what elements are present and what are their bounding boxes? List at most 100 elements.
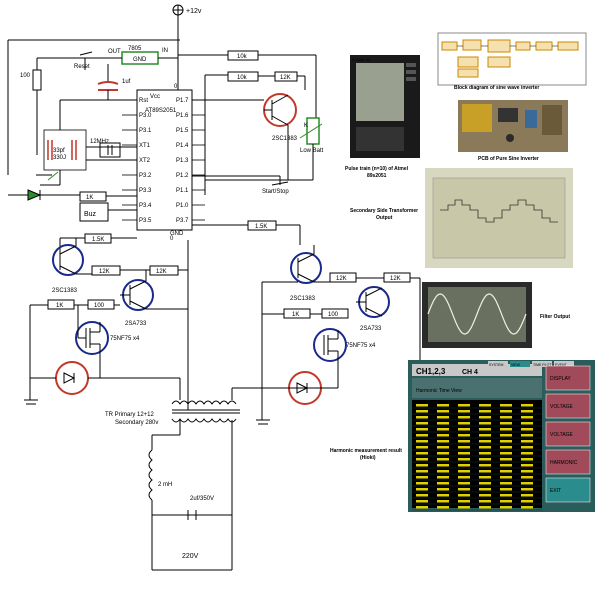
analyzer-cell: [458, 500, 470, 503]
analyzer-tab[interactable]: EVENT: [555, 363, 568, 367]
analyzer-cell: [500, 476, 512, 479]
analyzer-cell: [437, 446, 449, 449]
analyzer-side-button[interactable]: [545, 365, 591, 391]
pcb-photo: PCB of Pure Sine Inverter: [458, 100, 568, 162]
analyzer-cell: [521, 488, 533, 491]
analyzer-cell: [416, 494, 428, 497]
transformer: TR Primary 12+12 Secondary 280v: [100, 377, 338, 426]
analyzer-cell: [458, 446, 470, 449]
analyzer-tab-bg: [510, 361, 530, 367]
analyzer-cell: [521, 506, 533, 509]
analyzer-side-button[interactable]: [545, 449, 591, 475]
analyzer-cell: [521, 500, 533, 503]
analyzer-cell: [479, 458, 491, 461]
analyzer-cell: [458, 470, 470, 473]
analyzer-side-label: VOLTAGE: [550, 404, 574, 410]
analyzer-cell: [458, 416, 470, 419]
analyzer-cell: [458, 434, 470, 437]
mcu-pin-right: P1.2: [176, 173, 189, 179]
analyzer-cell: [500, 506, 512, 509]
analyzer-cell: [500, 470, 512, 473]
right-npn-label: 2SC1383: [290, 296, 316, 302]
r10k-lower: 10k: [204, 71, 275, 195]
analyzer-ch: CH 4: [462, 369, 478, 376]
analyzer-cell: [521, 428, 533, 431]
analyzer-cell: [458, 464, 470, 467]
analyzer-cell: [500, 464, 512, 467]
low-batt-pot: K Low Batt: [299, 117, 324, 180]
start-stop-switch: Start/Stop: [192, 175, 289, 195]
analyzer-cell: [500, 500, 512, 503]
lowbatt-label: Low Batt: [300, 148, 324, 154]
analyzer-cell: [479, 452, 491, 455]
analyzer-cell: [521, 434, 533, 437]
secondary-caption-1: Secondary Side Transformer: [350, 208, 418, 214]
analyzer-tab-bg: [488, 361, 508, 367]
analyzer-cell: [479, 494, 491, 497]
left-r100-label: 100: [94, 303, 105, 309]
startstop-label: Start/Stop: [262, 189, 289, 195]
output-label: 220V: [182, 553, 199, 560]
analyzer-cell: [521, 440, 533, 443]
analyzer-side-button[interactable]: [545, 393, 591, 419]
analyzer-cell: [416, 488, 428, 491]
analyzer-cell: [437, 488, 449, 491]
lowbatt-k: K: [304, 123, 308, 129]
mcu-gnd: GND: [170, 231, 184, 237]
filter-output-photo: Filter Output: [422, 282, 570, 348]
analyzer-cell: [500, 458, 512, 461]
analyzer-cell: [479, 410, 491, 413]
scope-brand: FLUKE 43: [352, 57, 371, 62]
mcu-pin-right: P1.0: [176, 203, 189, 209]
analyzer-cell: [437, 476, 449, 479]
analyzer-cell: [416, 404, 428, 407]
analyzer-side-button[interactable]: [545, 477, 591, 503]
analyzer-cell: [458, 440, 470, 443]
mcu-pin-right: P1.7: [176, 98, 189, 104]
buzzer: Buz: [79, 202, 137, 222]
analyzer-cell: [500, 422, 512, 425]
pulse-caption-2: 89s2051: [367, 173, 387, 179]
mcu-pin-left: P3.0: [139, 113, 152, 119]
mcu-zero-bottom: 0: [170, 236, 174, 242]
analyzer-cell: [479, 506, 491, 509]
resistor-100: 100: [20, 58, 42, 155]
analyzer-cell: [458, 458, 470, 461]
pcb-caption: PCB of Pure Sine Inverter: [478, 156, 539, 162]
analyzer-cell: [500, 434, 512, 437]
mcu-pin-right: P1.4: [176, 143, 189, 149]
analyzer-header: CH1,2,3: [416, 367, 446, 376]
r100-label: 100: [20, 73, 31, 79]
r15k-left-label: 1.5K: [92, 237, 104, 243]
crystal-label: 12MHz: [90, 139, 109, 145]
analyzer-side-button[interactable]: [545, 421, 591, 447]
analyzer-cell: [479, 476, 491, 479]
analyzer-cell: [416, 416, 428, 419]
analyzer-cell: [416, 506, 428, 509]
analyzer-cell: [521, 404, 533, 407]
mcu-pin-right: P3.7: [176, 218, 189, 224]
analyzer-cell: [479, 434, 491, 437]
secondary-output-photo: Secondary Side Transformer Output: [350, 168, 573, 268]
analyzer-cell: [521, 452, 533, 455]
r10k-a-label: 10k: [237, 54, 248, 60]
analyzer-tab[interactable]: SYSTEM: [489, 363, 503, 367]
mcu-pin-right: P1.5: [176, 128, 189, 134]
analyzer-cell: [521, 494, 533, 497]
analyzer-cell: [500, 440, 512, 443]
right-r100-label: 100: [328, 312, 339, 318]
analyzer-cell: [458, 476, 470, 479]
mcu-vcc: Vcc: [150, 94, 160, 100]
analyzer-cell: [521, 410, 533, 413]
analyzer-cell: [416, 476, 428, 479]
analyzer-cell: [437, 506, 449, 509]
mcu-at89s2051: Vcc AT89S2051 GND 0 0 RstP3.0P3.1XT1XT2P…: [122, 84, 205, 242]
caps-label-2: 330J: [53, 155, 66, 161]
mcu-zero-top: 0: [174, 84, 178, 90]
inductor-label: 2 mH: [158, 482, 172, 488]
analyzer-tab[interactable]: TIME PLOT: [533, 363, 552, 367]
analyzer-tab[interactable]: VIEW: [511, 363, 521, 367]
r12k-top-label: 12K: [280, 75, 291, 81]
right-r12k-b-label: 12K: [390, 276, 401, 282]
